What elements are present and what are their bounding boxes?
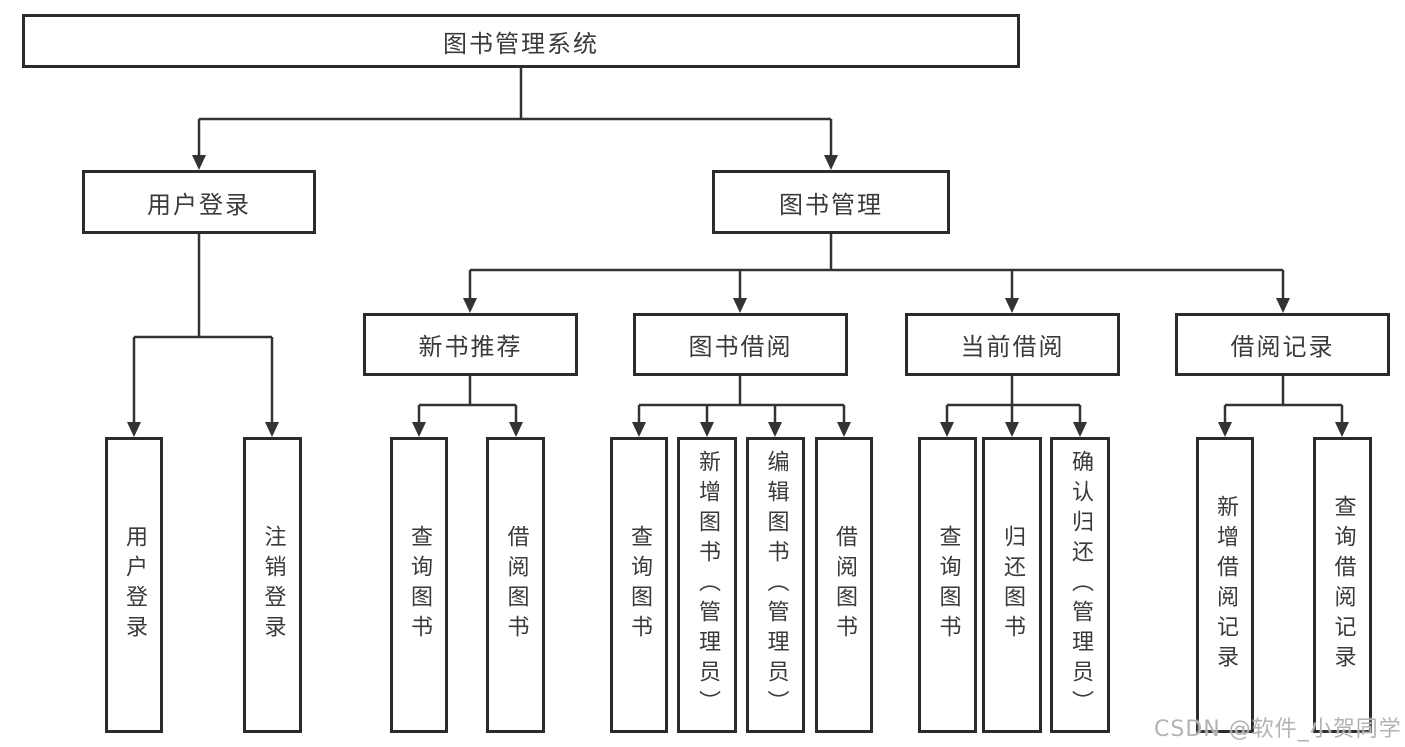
leaf-edit-book-admin: 编辑图书（管理员）	[746, 437, 805, 733]
leaf-query-borrow-record: 查询借阅记录	[1313, 437, 1372, 733]
arrowhead-down-icon	[1005, 422, 1019, 437]
leaf-borrow-books-borrowing: 借阅图书	[815, 437, 873, 733]
arrowhead-down-icon	[1218, 422, 1232, 437]
connector-current-borrowing-to-leaves	[940, 376, 1087, 437]
arrowhead-down-icon	[265, 422, 279, 437]
node-book-borrowing: 图书借阅	[633, 313, 848, 376]
leaf-confirm-return-admin: 确认归还（管理员）	[1050, 437, 1110, 733]
leaf-query-books-current: 查询图书	[918, 437, 977, 733]
arrowhead-down-icon	[940, 422, 954, 437]
connector-borrowing-records-to-leaves	[1218, 376, 1349, 437]
connector-book-management-to-level3	[463, 234, 1290, 313]
arrowhead-down-icon	[1335, 422, 1349, 437]
arrowhead-down-icon	[127, 422, 141, 437]
arrowhead-down-icon	[1276, 298, 1290, 313]
leaf-borrow-books-recommend: 借阅图书	[486, 437, 545, 733]
leaf-query-books-borrowing: 查询图书	[610, 437, 668, 733]
node-new-book-recommendation: 新书推荐	[363, 313, 578, 376]
arrowhead-down-icon	[632, 422, 646, 437]
leaf-logout: 注销登录	[243, 437, 302, 733]
node-book-management: 图书管理	[712, 170, 950, 234]
arrowhead-down-icon	[1005, 298, 1019, 313]
leaf-user-login: 用户登录	[105, 437, 163, 733]
connector-root-to-level2	[192, 68, 838, 170]
arrowhead-down-icon	[837, 422, 851, 437]
connector-book-borrowing-to-leaves	[632, 376, 851, 437]
arrowhead-down-icon	[509, 422, 523, 437]
arrowhead-down-icon	[700, 422, 714, 437]
node-library-system: 图书管理系统	[22, 14, 1020, 68]
node-borrowing-records: 借阅记录	[1175, 313, 1390, 376]
leaf-add-book-admin: 新增图书（管理员）	[677, 437, 737, 733]
leaf-add-borrow-record: 新增借阅记录	[1196, 437, 1254, 733]
leaf-query-books-recommend: 查询图书	[390, 437, 448, 733]
arrowhead-down-icon	[768, 422, 782, 437]
arrowhead-down-icon	[824, 155, 838, 170]
node-user-login: 用户登录	[82, 170, 316, 234]
arrowhead-down-icon	[463, 298, 477, 313]
watermark: CSDN @软件_小贺同学	[1154, 717, 1402, 742]
arrowhead-down-icon	[733, 298, 747, 313]
arrowhead-down-icon	[192, 155, 206, 170]
node-current-borrowing: 当前借阅	[905, 313, 1120, 376]
leaf-return-books: 归还图书	[982, 437, 1042, 733]
connector-user-login-to-leaves	[127, 234, 279, 437]
arrowhead-down-icon	[412, 422, 426, 437]
connector-new-book-recommendation-to-leaves	[412, 376, 523, 437]
arrowhead-down-icon	[1073, 422, 1087, 437]
